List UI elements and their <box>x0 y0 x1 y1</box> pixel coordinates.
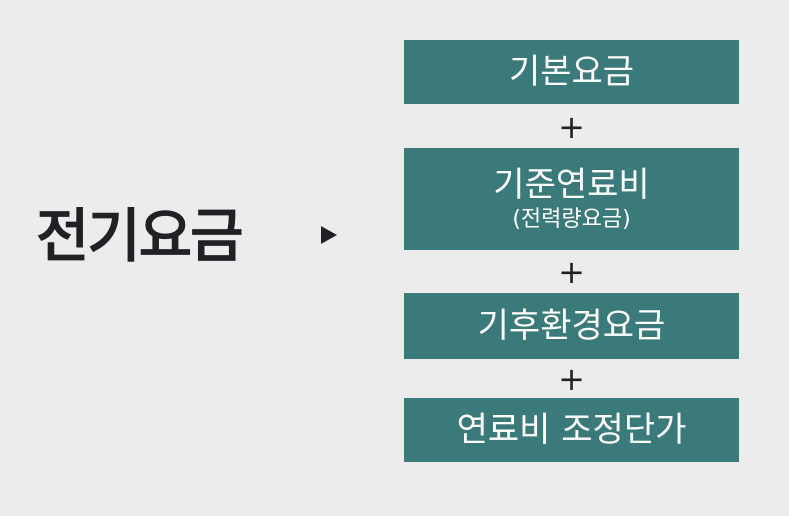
triangle-right-icon <box>321 226 337 244</box>
component-sublabel: (전력량요금) <box>512 207 631 232</box>
plus-operator: + <box>558 360 585 398</box>
main-title: 전기요금 <box>36 202 243 270</box>
component-label: 연료비 조정단가 <box>456 410 687 450</box>
component-label: 기후환경요금 <box>477 306 666 346</box>
component-box-climate-environment-fee: 기후환경요금 <box>404 293 739 359</box>
component-box-standard-fuel-cost: 기준연료비 (전력량요금) <box>404 148 739 250</box>
component-box-basic-fee: 기본요금 <box>404 40 739 104</box>
component-label: 기준연료비 <box>493 165 650 205</box>
component-label: 기본요금 <box>508 52 635 92</box>
plus-operator: + <box>558 253 585 291</box>
component-box-fuel-cost-adjustment: 연료비 조정단가 <box>404 398 739 462</box>
plus-operator: + <box>558 108 585 146</box>
